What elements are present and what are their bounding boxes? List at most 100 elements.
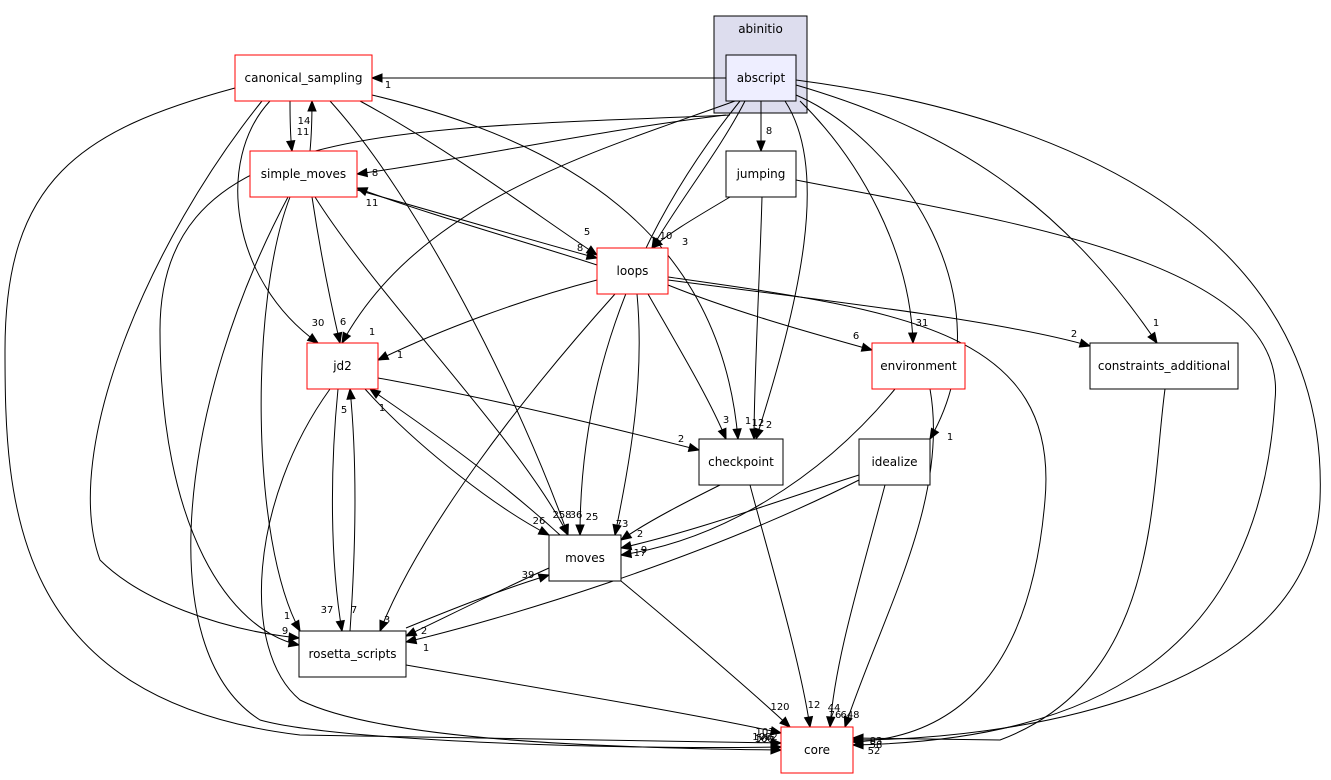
edge-line [667, 279, 1091, 347]
edge-arrowhead [1078, 338, 1092, 348]
edge-arrowhead [346, 387, 356, 400]
edge-abscript-to-jd2[interactable]: 1 [341, 100, 736, 345]
edge-label: 2 [637, 529, 643, 540]
node-jumping[interactable]: jumping [725, 150, 797, 198]
edge-constraints_additional-to-core[interactable]: 52 [851, 388, 1166, 757]
edge-simple_moves-to-rosetta_scripts[interactable]: 37 [260, 196, 333, 633]
node-checkpoint[interactable]: checkpoint [698, 438, 784, 486]
edge-idealize-to-core[interactable]: 44 [826, 484, 886, 729]
edge-line [356, 187, 598, 266]
edge-jd2-to-rosetta_scripts[interactable]: 5 [331, 388, 347, 633]
edge-abscript-to-constraints_additional[interactable]: 1 [795, 84, 1159, 345]
edge-canonical_sampling-to-jd2[interactable]: 30 [237, 100, 325, 344]
edge-line [331, 388, 343, 632]
edge-abscript-to-rosetta_scripts[interactable]: 1 [159, 114, 731, 648]
edge-loops-to-core[interactable]: 648 [667, 276, 1047, 747]
node-canonical-sampling[interactable]: canonical_sampling [234, 54, 373, 102]
edge-label: 1062 [752, 732, 777, 743]
edge-arrowhead [287, 638, 301, 648]
edge-line [844, 388, 934, 728]
node-label: abscript [737, 71, 786, 85]
edge-label: 52 [868, 746, 881, 757]
edge-loops-to-constraints_additional[interactable]: 2 [667, 279, 1092, 348]
edge-moves-to-rosetta_scripts[interactable]: 2 [404, 567, 550, 637]
edge-environment-to-core[interactable]: 76 [829, 388, 934, 729]
edge-abscript-to-simple_moves[interactable]: 8 [355, 114, 727, 179]
edge-label: 6 [853, 331, 859, 342]
node-box [725, 54, 797, 102]
edge-line [753, 196, 763, 440]
edge-rosetta_scripts-to-jd2[interactable]: 7 [346, 387, 357, 632]
edge-loops-to-rosetta_scripts[interactable]: 3 [379, 293, 616, 633]
edge-line [314, 196, 569, 536]
edge-loops-to-moves[interactable]: 73 [612, 293, 640, 537]
node-box [548, 534, 622, 582]
edge-label: 76 [829, 710, 842, 721]
edge-abscript-to-canonical_sampling[interactable]: 1 [370, 73, 726, 91]
edge-abscript-to-idealize[interactable]: 1 [795, 94, 958, 443]
edge-canonical_sampling-to-checkpoint[interactable]: 1 [371, 94, 751, 441]
edge-loops-to-checkpoint[interactable]: 3 [647, 293, 729, 441]
edge-line [260, 196, 301, 632]
edge-jumping-to-checkpoint[interactable]: 12 [749, 196, 764, 441]
edge-jd2-to-moves[interactable]: 26 [364, 388, 551, 536]
edge-abscript-to-moves[interactable]: 36 [570, 100, 741, 537]
edge-canonical_sampling-to-loops[interactable]: 5 [359, 100, 599, 256]
edge-idealize-to-rosetta_scripts[interactable]: 1 [404, 479, 860, 654]
edge-moves-to-jd2[interactable]: 1 [368, 388, 561, 536]
edge-arrowhead [1147, 331, 1158, 345]
node-abscript[interactable]: abscript [725, 54, 797, 102]
node-core[interactable]: core [780, 726, 854, 774]
edge-line [405, 479, 860, 643]
edge-label: 1 [1153, 318, 1159, 329]
edge-abscript-to-environment[interactable]: 31 [799, 100, 928, 345]
edge-loops-to-jd2[interactable]: 1 [376, 279, 598, 361]
edge-jd2-to-checkpoint[interactable]: 2 [377, 377, 701, 453]
edge-abscript-to-jumping[interactable]: 8 [756, 101, 772, 153]
edge-canonical_sampling-to-simple_moves[interactable]: 11 [285, 100, 310, 153]
edge-environment-to-moves[interactable]: 17 [619, 388, 896, 559]
node-loops[interactable]: loops [596, 247, 669, 295]
edge-rosetta_scripts-to-core[interactable]: 160 [405, 664, 783, 745]
edge-loops-to-environment[interactable]: 6 [667, 284, 874, 352]
edge-arrowhead [770, 745, 783, 755]
edge-checkpoint-to-core[interactable]: 12 [749, 484, 821, 729]
edge-label: 2 [766, 420, 772, 431]
edge-arrowhead [619, 548, 633, 559]
node-environment[interactable]: environment [871, 342, 966, 390]
edge-arrowhead [288, 632, 301, 642]
edge-idealize-to-moves[interactable]: 9 [619, 474, 860, 556]
node-simple-moves[interactable]: simple_moves [249, 150, 358, 198]
edge-line [89, 100, 300, 639]
node-label: checkpoint [708, 455, 774, 469]
edge-canonical_sampling-to-moves[interactable]: 25 [329, 100, 598, 537]
edge-moves-to-core[interactable]: 120 [620, 580, 791, 728]
node-rosetta-scripts[interactable]: rosetta_scripts [298, 630, 407, 678]
edge-simple_moves-to-jd2[interactable]: 6 [311, 196, 346, 345]
edge-label: 12 [808, 700, 821, 711]
edge-label: 11 [366, 198, 379, 209]
edge-label: 258 [552, 510, 571, 521]
node-jd2[interactable]: jd2 [306, 342, 379, 390]
edge-line [852, 388, 1166, 741]
edge-label: 8 [766, 126, 772, 137]
node-idealize[interactable]: idealize [858, 438, 931, 486]
edge-checkpoint-to-moves[interactable]: 2 [619, 484, 721, 541]
edge-canonical_sampling-to-rosetta_scripts[interactable]: 9 [89, 100, 301, 642]
edge-simple_moves-to-canonical_sampling[interactable]: 14 [298, 99, 317, 152]
edge-jd2-to-core[interactable]: 2 2 2 [261, 388, 783, 755]
edge-rosetta_scripts-to-moves[interactable]: 39 [405, 570, 551, 629]
edge-loops-to-simple_moves[interactable]: 11 [355, 187, 598, 266]
node-constraints-additional[interactable]: constraints_additional [1089, 342, 1239, 390]
edge-simple_moves-to-moves[interactable]: 258 [314, 196, 572, 537]
node-moves[interactable]: moves [548, 534, 622, 582]
node-label: environment [880, 359, 957, 373]
edge-line [356, 114, 727, 175]
edge-label: 2 [678, 434, 684, 445]
edge-jumping-to-loops[interactable]: 3 [650, 196, 731, 249]
node-box [249, 150, 358, 198]
edge-line [795, 84, 1158, 344]
edge-label: 7 [351, 605, 357, 616]
edge-line [651, 100, 746, 249]
